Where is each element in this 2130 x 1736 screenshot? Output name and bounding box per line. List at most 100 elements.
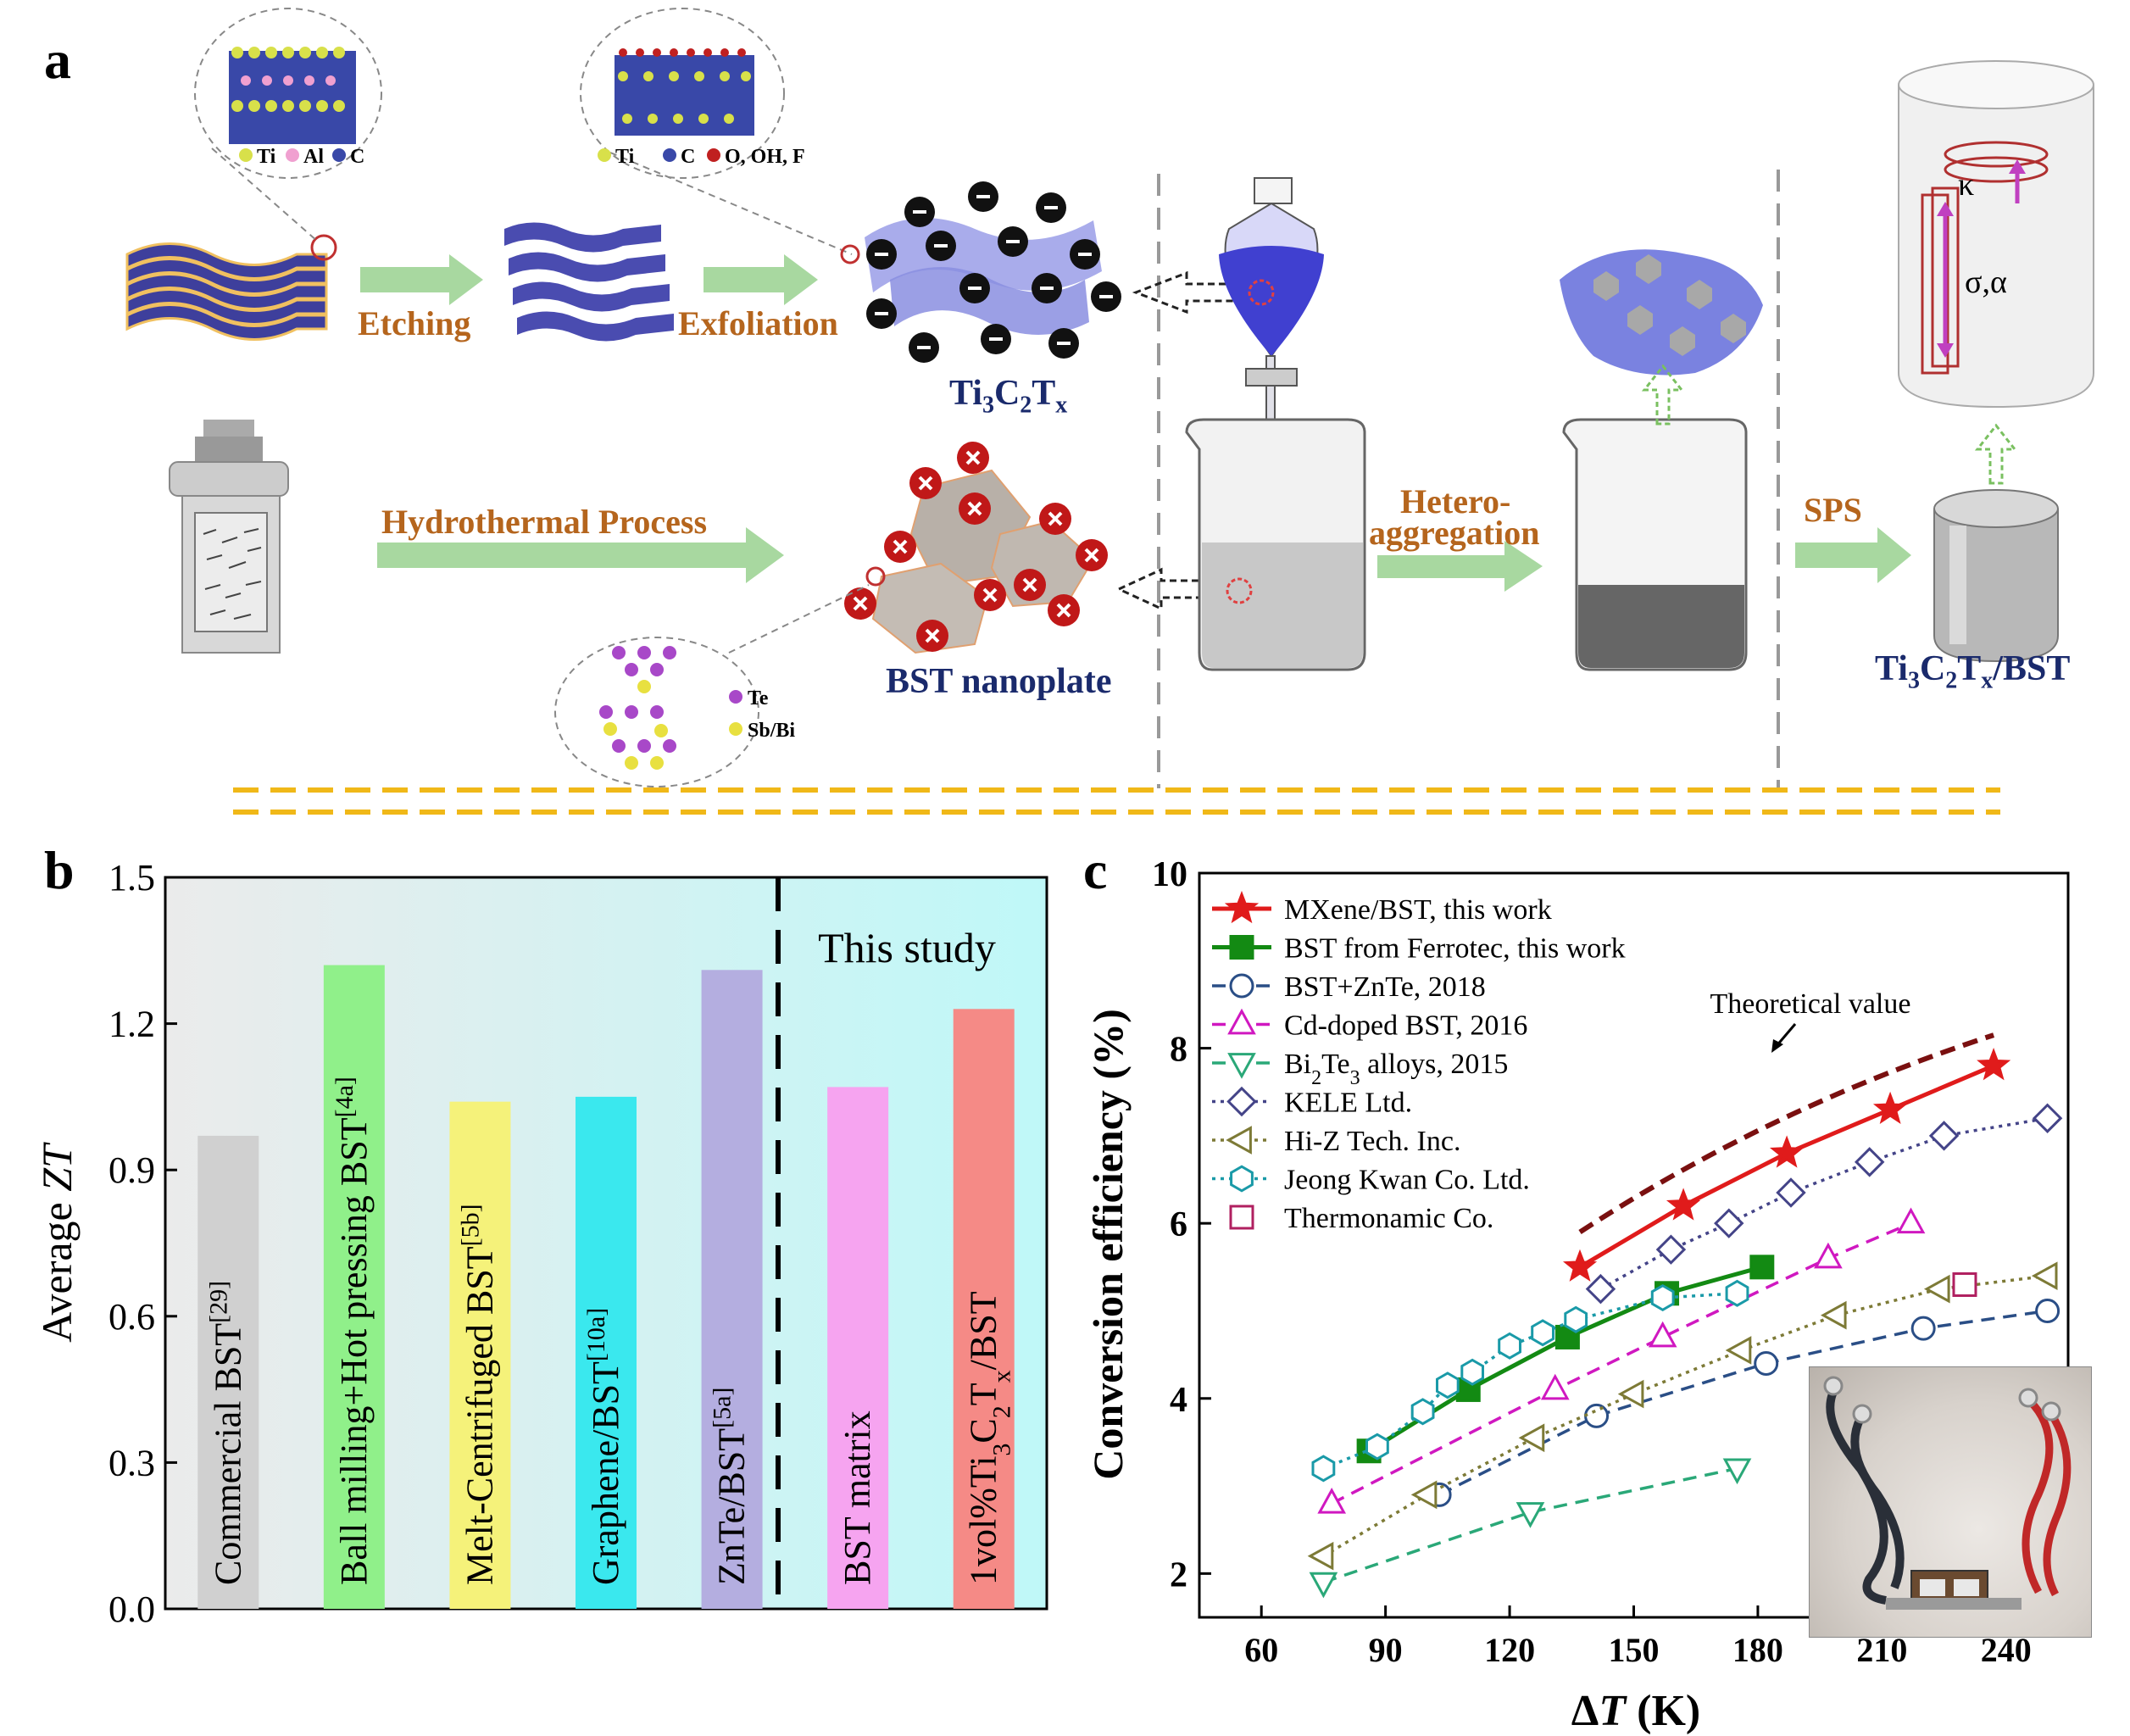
data-point [1229, 935, 1254, 960]
data-point [1814, 1242, 1843, 1269]
mxene-atom-lattice [615, 48, 754, 136]
data-point [1714, 1208, 1744, 1238]
data-point [1722, 1458, 1752, 1485]
mxene-legend-ohf: O, OH, F [725, 146, 805, 168]
hydrothermal-arrow [377, 527, 784, 583]
data-point [1230, 1165, 1254, 1193]
bar-label: Ball milling+Hot pressing BST[4a] [330, 1077, 375, 1585]
data-point [1460, 1358, 1484, 1386]
data-point [1540, 1373, 1570, 1400]
kappa-symbol: κ [1958, 167, 1974, 203]
data-point [1617, 1379, 1644, 1409]
this-study-label: This study [818, 924, 996, 971]
y-axis-label-c: Conversion efficiency (%) [1084, 1009, 1132, 1479]
data-point [2032, 1103, 2063, 1133]
series-line [1331, 1221, 1912, 1505]
data-point [1227, 1008, 1256, 1035]
data-point [1515, 1502, 1545, 1528]
bst-nanoplate-label: BST nanoplate [886, 662, 1112, 701]
legend-entry: Jeong Kwan Co. Ltd. [1284, 1165, 1530, 1196]
data-point [1820, 1300, 1847, 1330]
etching-arrow [360, 254, 483, 305]
max-phase-stack [125, 234, 337, 341]
data-point [1309, 1572, 1338, 1599]
data-point [1754, 1350, 1779, 1376]
data-point [1311, 1455, 1336, 1483]
data-point [1896, 1207, 1926, 1234]
series-7 [1311, 1279, 1749, 1483]
zt-bar [197, 1135, 259, 1609]
data-point [1518, 1423, 1545, 1453]
x-tick-label-c: 120 [1484, 1631, 1535, 1669]
positive-charge-marks [853, 450, 1099, 643]
bar-label: 1vol%Ti3C2Tx/BST [963, 1291, 1016, 1585]
bst-legend-te: Te [748, 687, 769, 709]
zt-bar [449, 1101, 511, 1609]
bar-label: Graphene/BST[10a] [582, 1308, 627, 1585]
legend-entry: BST from Ferrotec, this work [1284, 933, 1626, 965]
y-axis-label-b: Average ZT [33, 1142, 81, 1343]
exfoliation-arrow [704, 254, 818, 305]
legend-entry: Bi2Te3 alloys, 2015 [1284, 1049, 1508, 1089]
series-line [1322, 1292, 1738, 1471]
data-point [1952, 1271, 1977, 1297]
y-tick-label-c: 2 [1170, 1555, 1187, 1594]
data-point [1564, 1305, 1588, 1333]
data-point [1648, 1321, 1677, 1348]
data-point [1498, 1332, 1521, 1360]
bar-label: Commercial BST[29] [204, 1281, 249, 1585]
x-tick-label-c: 150 [1609, 1631, 1660, 1669]
data-point [1410, 1398, 1435, 1426]
mixing-beaker [1185, 418, 1366, 671]
max-legend-c: C [350, 146, 364, 168]
data-point [1666, 1188, 1701, 1221]
aggregation-label: aggregation [1369, 514, 1540, 552]
sps-label: SPS [1804, 491, 1862, 529]
mxene-legend-ti: Ti [615, 146, 635, 168]
hydrothermal-label: Hydrothermal Process [381, 503, 708, 541]
data-point [2035, 1298, 2060, 1323]
panel-b-label: b [44, 840, 75, 900]
max-legend-ti: Ti [257, 146, 276, 168]
zt-bar [953, 1009, 1015, 1609]
settled-beaker [1562, 418, 1748, 671]
legend-entry: BST+ZnTe, 2018 [1284, 971, 1486, 1003]
data-point [1923, 1274, 1950, 1304]
zt-bar [701, 970, 763, 1609]
series-5 [1585, 1103, 2063, 1305]
sigma-alpha-symbol: σ,α [1965, 264, 2007, 300]
bar-label: ZnTe/BST[5a] [708, 1388, 753, 1585]
legend-entry: Hi-Z Tech. Inc. [1284, 1126, 1460, 1157]
data-point [1226, 1126, 1252, 1155]
data-point [1725, 1336, 1752, 1365]
sintered-pellet [1933, 489, 2059, 663]
y-tick-label-b: 0.9 [108, 1149, 155, 1191]
data-point [1655, 1234, 1687, 1265]
mxene-legend-c: C [681, 146, 695, 168]
series-line [1322, 1274, 2048, 1558]
sps-arrow [1795, 527, 1911, 583]
legend-entry: MXene/BST, this work [1284, 894, 1552, 926]
data-point [1585, 1273, 1616, 1305]
data-point [1365, 1433, 1389, 1461]
data-point [1227, 1053, 1256, 1079]
series-0 [1562, 1048, 2011, 1282]
legend-entry: Thermonamic Co. [1284, 1203, 1493, 1234]
hetero-aggregated-flakes [1560, 249, 1763, 376]
y-tick-label-b: 0.6 [108, 1296, 155, 1338]
data-point [1725, 1279, 1749, 1307]
legend-entry: Cd-doped BST, 2016 [1284, 1010, 1527, 1042]
etching-label: Etching [358, 304, 471, 342]
device-photo-drawing [1823, 1376, 2072, 1610]
bst-atom-lattice [599, 646, 676, 770]
y-tick-label-b: 1.2 [108, 1004, 155, 1045]
data-point [1531, 1319, 1554, 1347]
data-point [1226, 1086, 1257, 1117]
zt-bar [827, 1087, 889, 1609]
zt-bar [323, 965, 385, 1609]
y-tick-label-c: 6 [1170, 1205, 1187, 1244]
series-6 [1307, 1261, 2058, 1571]
y-tick-label-c: 8 [1170, 1031, 1187, 1070]
data-point [1854, 1147, 1885, 1177]
data-point [1229, 1205, 1254, 1230]
